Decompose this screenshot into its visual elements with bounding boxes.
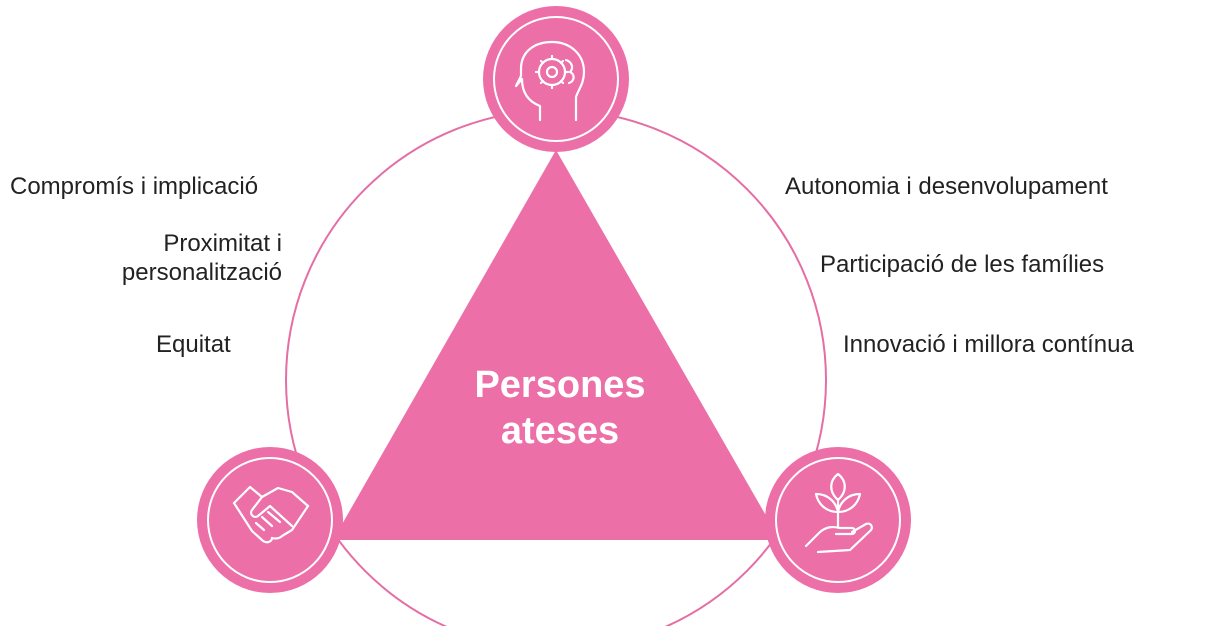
center-title-line-1: Persones xyxy=(474,364,646,406)
top-badge xyxy=(483,6,629,152)
center-triangle xyxy=(333,150,780,540)
value-label-left-1: Compromís i implicació xyxy=(10,173,259,200)
value-label-right-2: Participació de les famílies xyxy=(820,251,1105,278)
value-label-left-2: Proximitat i personalització xyxy=(121,230,282,286)
center-title-line-2: ateses xyxy=(500,410,620,453)
handshake-icon xyxy=(232,485,310,544)
bottom-right-badge xyxy=(765,447,911,593)
head-brain-gear-icon xyxy=(514,40,586,122)
value-label-right-1: Autonomia i desenvolupament xyxy=(785,173,1108,200)
center-title: Persones ateses xyxy=(400,362,720,455)
value-label-right-3: Innovació i millora contínua xyxy=(843,331,1134,358)
hand-plant-icon xyxy=(804,472,873,554)
bottom-left-badge xyxy=(197,447,343,593)
value-label-left-3: Equitat xyxy=(156,331,231,358)
